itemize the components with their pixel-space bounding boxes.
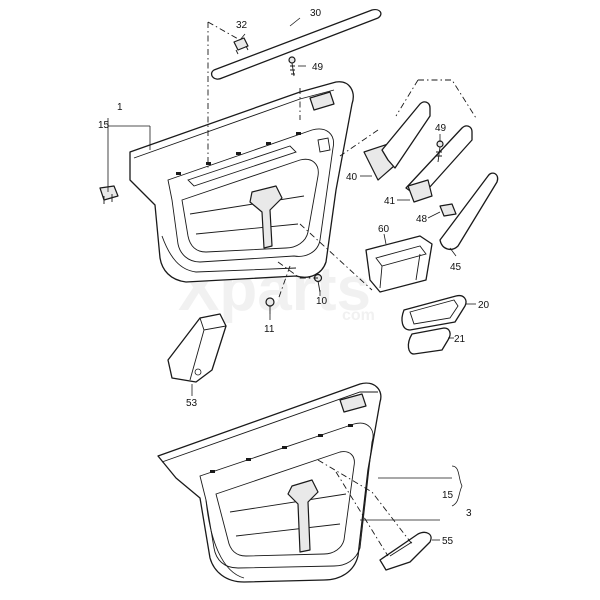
trim-frame-20 <box>401 294 467 331</box>
callout-20: 20 <box>478 300 490 311</box>
door-trim-panel-upper <box>129 81 354 283</box>
callout-32: 32 <box>236 20 248 31</box>
cover-53 <box>167 313 227 383</box>
callout-21: 21 <box>454 334 466 345</box>
leader-lines <box>107 17 477 557</box>
clip-48 <box>439 203 457 217</box>
callout-41: 41 <box>384 196 396 207</box>
callout-45: 45 <box>450 262 462 273</box>
armrest-trim-45 <box>439 172 499 251</box>
mounting-clip-row <box>176 132 301 175</box>
callout-15-upper: 15 <box>98 120 110 131</box>
mounting-clip-row-lower <box>210 424 353 473</box>
callout-10: 10 <box>316 296 328 307</box>
clip-32 <box>233 37 249 55</box>
door-trim-panel-lower <box>157 382 382 583</box>
callout-49-right: 49 <box>435 123 447 134</box>
callout-53: 53 <box>186 398 198 409</box>
callout-60: 60 <box>378 224 390 235</box>
callout-40: 40 <box>346 172 358 183</box>
clip-11 <box>265 297 275 314</box>
window-trim-strip <box>210 8 382 80</box>
clip-15 <box>99 185 119 204</box>
storage-pocket-60 <box>365 235 433 293</box>
screw-49-upper <box>288 56 296 77</box>
callout-30: 30 <box>310 8 322 19</box>
callout-49-upper: 49 <box>312 62 324 73</box>
callout-11: 11 <box>264 324 275 335</box>
trim-frame-21 <box>407 327 451 355</box>
watermark-domain: com <box>342 307 375 324</box>
callout-labels: 32 30 49 1 15 49 40 41 48 60 45 10 20 11… <box>98 8 490 547</box>
trim-insert-55 <box>379 531 432 571</box>
callout-3: 3 <box>466 508 472 519</box>
grab-handle-41-lower <box>405 125 473 199</box>
callout-1: 1 <box>117 102 123 113</box>
callout-55: 55 <box>442 536 454 547</box>
callout-15-lower: 15 <box>442 490 454 501</box>
grab-handle-41 <box>381 101 431 169</box>
callout-48: 48 <box>416 214 428 225</box>
